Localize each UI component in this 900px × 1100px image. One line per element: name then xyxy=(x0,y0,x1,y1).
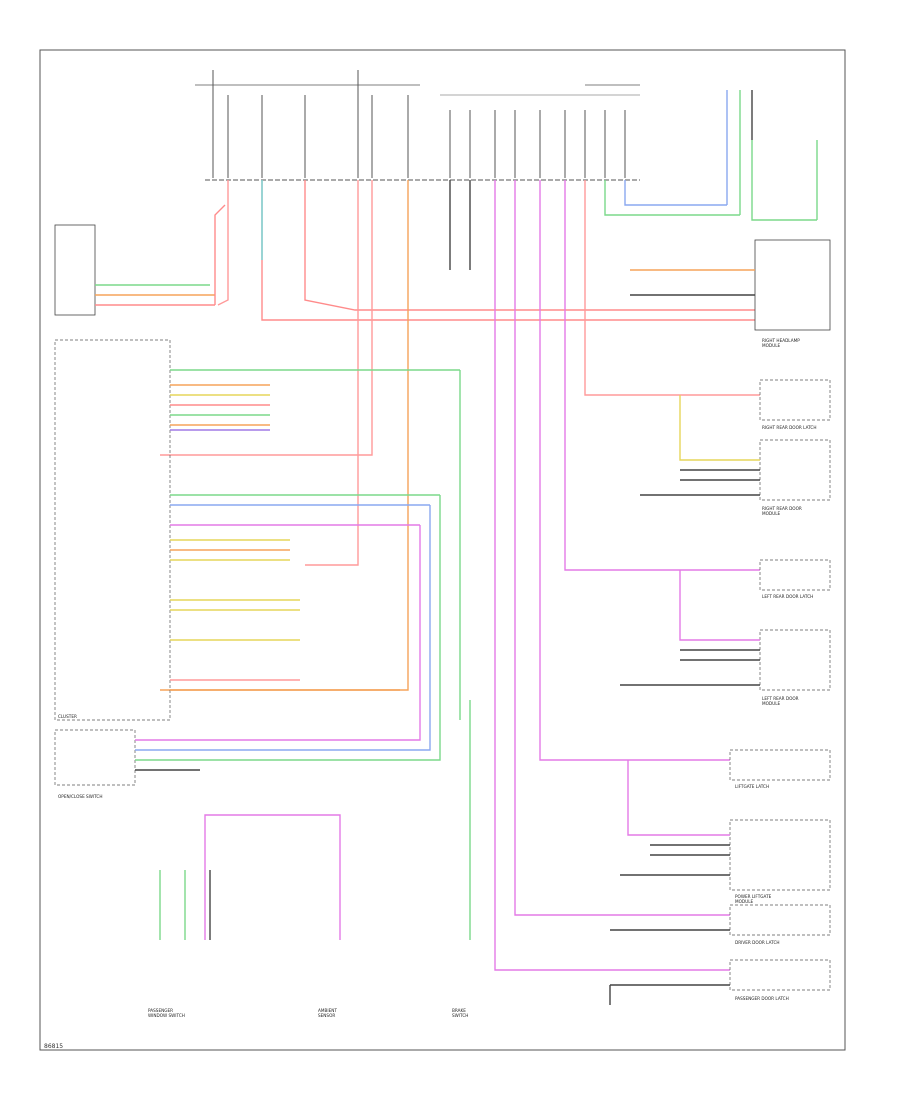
label-driver-door-latch: DRIVER DOOR LATCH xyxy=(735,940,780,945)
left-top-module xyxy=(54,204,226,316)
label-cluster: CLUSTER xyxy=(58,714,77,719)
label-open-close-switch: OPEN/CLOSE SWITCH xyxy=(58,794,102,799)
switch-block xyxy=(54,495,441,786)
cluster-block xyxy=(54,339,461,721)
diagram-frame xyxy=(39,49,846,1051)
label-passenger-door-latch: PASSENGER DOOR LATCH xyxy=(735,996,789,1001)
bottom-left-sensors xyxy=(159,814,341,940)
label-liftgate-latch: LIFTGATE LATCH xyxy=(735,784,769,789)
top-right-connector xyxy=(604,90,818,221)
label-left-rear-door-latch: LEFT REAR DOOR LATCH xyxy=(762,594,813,599)
label-right-rear-door-latch: RIGHT REAR DOOR LATCH xyxy=(762,425,817,430)
right-modules xyxy=(609,239,831,1005)
diagram-code: 86815 xyxy=(44,1043,63,1050)
fuse-block xyxy=(195,70,640,178)
